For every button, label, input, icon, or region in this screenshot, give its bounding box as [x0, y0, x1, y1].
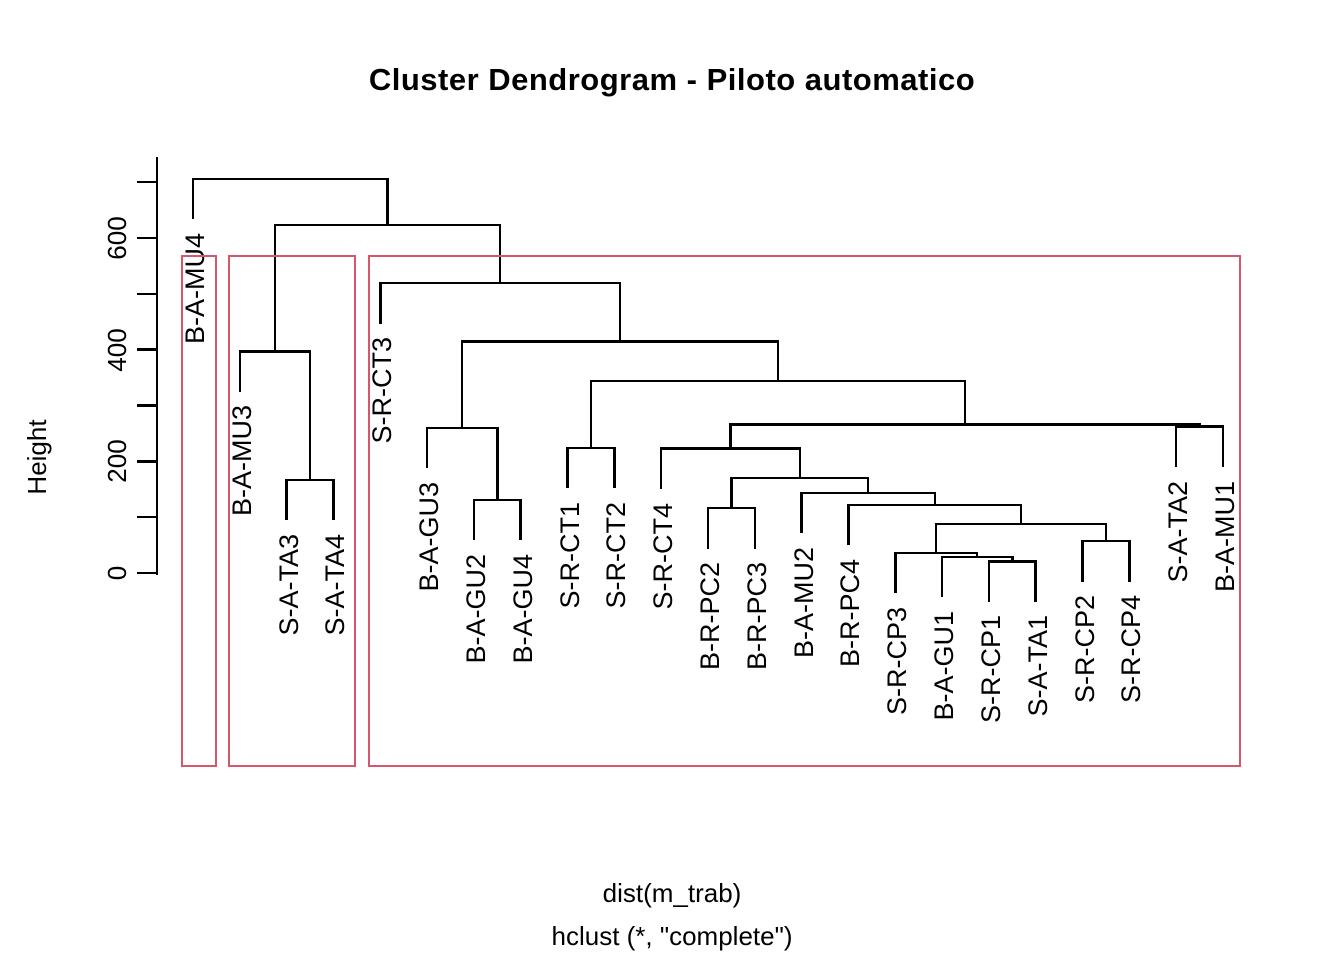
cluster-box [228, 255, 356, 767]
merge-connector [866, 476, 870, 495]
merge-connector [460, 340, 464, 430]
leaf-stub [753, 506, 757, 549]
y-axis-tick [136, 515, 159, 519]
merge-connector [498, 223, 502, 285]
leaf-stub [613, 446, 616, 489]
y-axis-tick [136, 404, 159, 407]
y-tick-label: 0 [102, 565, 132, 581]
y-axis-line [155, 156, 159, 576]
merge-connector [933, 491, 937, 507]
leaf-stub [1174, 425, 1178, 468]
merge-connector [729, 423, 732, 450]
y-axis-tick [136, 460, 159, 463]
merge-connector [776, 340, 780, 383]
leaf-stub [1081, 539, 1084, 582]
x-axis-label: dist(m_trab) [602, 878, 742, 908]
y-axis-tick [136, 180, 159, 184]
merge-connector [386, 177, 389, 227]
leaf-stub [425, 426, 429, 469]
merge-connector [273, 223, 277, 353]
leaf-stub [519, 498, 522, 541]
merge-connector [798, 447, 802, 480]
leaf-stub [285, 478, 288, 521]
y-tick-label: 400 [102, 327, 132, 372]
merge-connector [1104, 522, 1108, 543]
leaf-stub [706, 506, 710, 549]
merge-connector [618, 281, 622, 343]
leaf-stub [659, 447, 663, 489]
merge-connector [963, 379, 967, 426]
y-axis-tick [136, 348, 159, 351]
leaf-stub [1221, 425, 1225, 468]
y-axis-tick [136, 571, 159, 575]
leaf-stub [472, 498, 476, 541]
y-axis-tick [136, 236, 159, 240]
y-tick-label: 200 [102, 439, 132, 484]
leaf-stub [191, 177, 195, 220]
leaf-stub [894, 551, 897, 594]
y-axis-tick [136, 292, 159, 296]
merge-connector [308, 350, 312, 481]
merge-connector [730, 476, 733, 510]
merge-connector [1019, 503, 1023, 526]
merge-connector [934, 522, 938, 555]
leaf-stub [566, 446, 569, 489]
leaf-stub [940, 555, 944, 598]
chart-title: Cluster Dendrogram - Piloto automatico [368, 62, 976, 97]
leaf-stub [1128, 539, 1131, 582]
merge-connector [1011, 555, 1014, 563]
leaf-stub [1034, 560, 1037, 602]
y-tick-label: 600 [102, 216, 132, 260]
method-label: hclust (*, "complete") [551, 921, 793, 951]
merge-connector [975, 551, 979, 559]
cluster-box [368, 255, 1241, 767]
merge-connector [496, 426, 499, 502]
leaf-stub [987, 560, 991, 602]
leaf-stub [379, 281, 382, 324]
y-axis-title: Height [22, 419, 52, 495]
leaf-stub [238, 350, 242, 392]
leaf-stub [800, 491, 803, 534]
merge-line [191, 177, 389, 181]
cluster-box [181, 255, 217, 767]
leaf-stub [332, 478, 335, 521]
leaf-stub [847, 503, 850, 546]
merge-connector [589, 379, 593, 450]
